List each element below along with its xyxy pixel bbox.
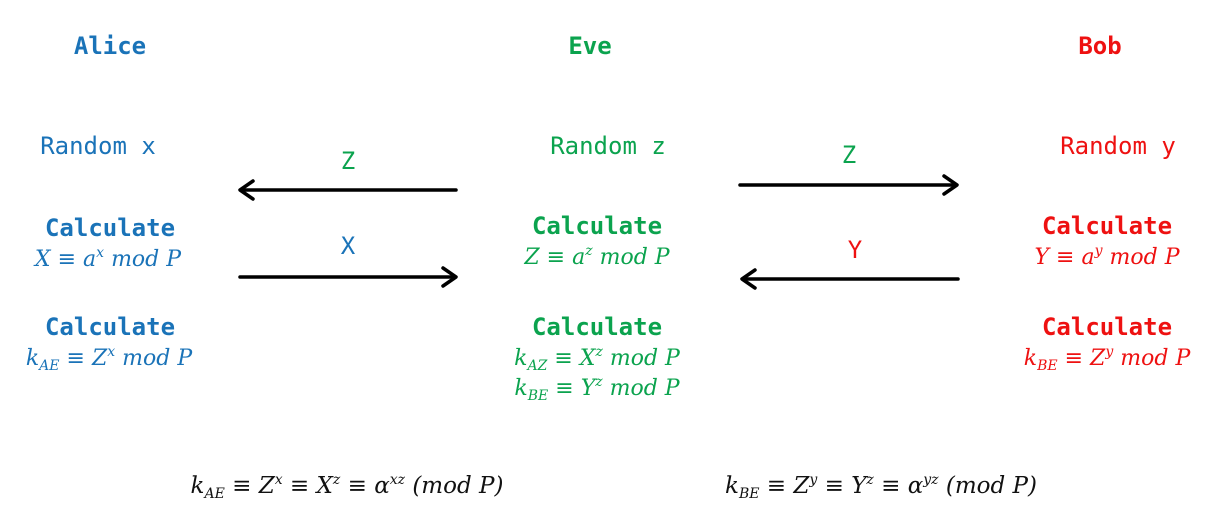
eve-random: Random z xyxy=(550,132,666,160)
arrow-eve-to-alice xyxy=(238,179,458,201)
message-z-to-alice-label: Z xyxy=(340,147,356,175)
bob-calc2-label: Calculate xyxy=(1041,313,1173,341)
eve-title: Eve xyxy=(568,32,612,60)
message-y-to-eve-label: Y xyxy=(847,236,863,264)
arrow-bob-to-eve xyxy=(740,268,960,290)
bob-title: Bob xyxy=(1078,32,1122,60)
message-x-to-eve-label: X xyxy=(340,232,356,260)
alice-calc1-label: Calculate xyxy=(44,214,176,242)
alice-title: Alice xyxy=(73,32,147,60)
alice-calc1-formula: X ≡ ax mod P xyxy=(34,245,182,272)
alice-key-formula: kAE ≡ Zx mod P xyxy=(25,344,193,374)
eve-calc1-label: Calculate xyxy=(531,212,663,240)
bob-calc1-label: Calculate xyxy=(1041,212,1173,240)
summary-key-ae: kAE ≡ Zx ≡ Xz ≡ αxz (mod P) xyxy=(190,472,504,502)
bob-calc1-formula: Y ≡ ay mod P xyxy=(1034,243,1180,270)
arrow-eve-to-bob xyxy=(738,174,959,196)
alice-random: Random x xyxy=(40,132,156,160)
bob-random: Random y xyxy=(1060,132,1176,160)
alice-calc2-label: Calculate xyxy=(44,313,176,341)
bob-key-formula: kBE ≡ Zy mod P xyxy=(1023,344,1191,374)
eve-calc2-label: Calculate xyxy=(531,313,663,341)
eve-calc1-formula: Z ≡ az mod P xyxy=(524,243,670,270)
summary-key-be: kBE ≡ Zy ≡ Yz ≡ αyz (mod P) xyxy=(725,472,1037,502)
eve-key-be-formula: kBE ≡ Yz mod P xyxy=(514,374,680,404)
eve-key-az-formula: kAZ ≡ Xz mod P xyxy=(514,344,680,374)
arrow-alice-to-eve xyxy=(238,266,458,288)
message-z-to-bob-label: Z xyxy=(841,141,857,169)
